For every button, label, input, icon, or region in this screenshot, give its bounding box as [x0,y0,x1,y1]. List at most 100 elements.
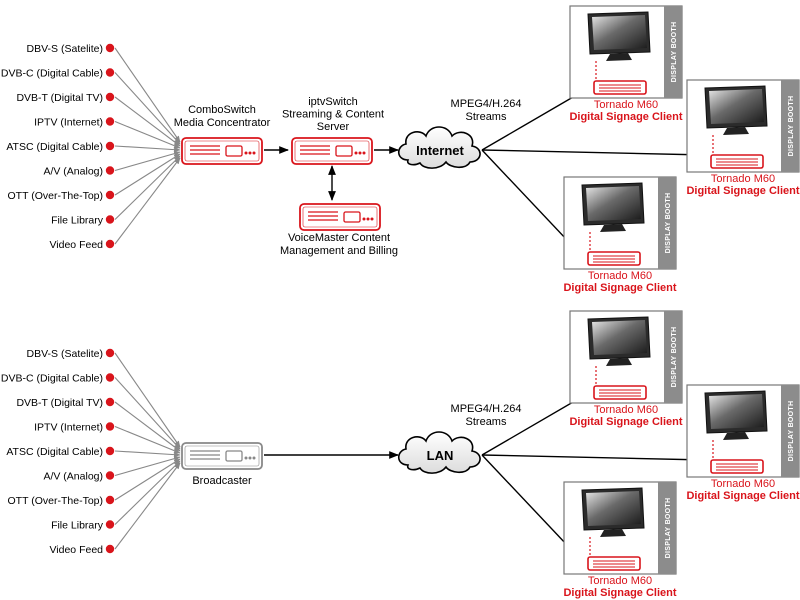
server-label: iptvSwitch [308,96,358,108]
client-role: Digital Signage Client [569,416,682,428]
source-connector [114,352,181,448]
device-led [362,217,366,221]
source-dot [105,190,115,200]
device-body [299,203,381,231]
device-bezel [184,445,260,467]
device-led [248,456,252,460]
signage-client: DISPLAY BOOTH [686,384,800,478]
client-role: Digital Signage Client [569,111,682,123]
source-connector [114,72,181,145]
client-name: Tornado M60 [711,173,775,185]
source-connector [114,456,181,477]
signage-client: DISPLAY BOOTH [569,310,683,404]
source-label: Video Feed [49,239,103,251]
source-label: DBV-S (Satelite) [27,348,103,360]
source-label: ATSC (Digital Cable) [6,141,103,153]
tv-screen [592,320,647,355]
device-led [354,151,358,155]
source-dot [105,373,115,382]
client-role: Digital Signage Client [563,587,676,599]
tv-screen [709,89,764,124]
device-bezel [184,140,260,162]
client-name: Tornado M60 [588,575,652,587]
source-dot [105,92,115,102]
source-label: DVB-T (Digital TV) [16,397,103,409]
source-dot [105,495,115,505]
network-cloud [397,431,481,474]
tv-screen [586,186,641,221]
device-led [244,151,248,155]
source-label: OTT (Over-The-Top) [8,190,103,202]
device-led [370,217,374,221]
device-bezel [302,206,378,228]
source-dot [105,117,115,126]
booth-side-bar [781,80,799,172]
source-connector [114,153,181,196]
source-label: File Library [51,520,104,532]
booth-label: DISPLAY BOOTH [671,22,678,83]
source-connector [114,425,181,454]
source-connector [114,377,181,450]
source-label: DVB-C (Digital Cable) [1,68,103,80]
booth-side-bar [658,482,676,574]
source-dot [105,544,115,554]
source-label: IPTV (Internet) [34,422,103,434]
source-label: DVB-T (Digital TV) [16,92,103,104]
streams-label: Streams [466,416,507,428]
source-dot [105,166,115,175]
source-connector [114,462,181,550]
server-label: Server [317,121,350,133]
booth-label: DISPLAY BOOTH [665,498,672,559]
device-led [244,456,248,460]
source-label: A/V (Analog) [43,471,103,483]
booth-label: DISPLAY BOOTH [788,96,795,157]
client-role: Digital Signage Client [686,490,799,502]
tv-stand [606,53,632,61]
signage-client: DISPLAY BOOTH [569,5,683,99]
source-connector [114,145,181,153]
hub-device [181,442,263,470]
tv-stand [600,224,626,232]
billing-label: Management and Billing [280,245,398,257]
source-connector [114,155,181,220]
source-connector [114,120,181,149]
hub-device [181,137,263,165]
source-dot [105,471,115,480]
signage-client: DISPLAY BOOTH [686,79,800,173]
source-dot [105,348,115,358]
source-dot [105,68,115,77]
client-name: Tornado M60 [588,270,652,282]
source-label: IPTV (Internet) [34,117,103,129]
source-dot [105,215,115,224]
booth-side-bar [664,6,682,98]
booth-label: DISPLAY BOOTH [671,327,678,388]
source-label: DBV-S (Satelite) [27,43,103,55]
source-connector [114,47,181,143]
cloud-shape [397,431,481,474]
cloud-shape [397,126,481,169]
booth-side-bar [781,385,799,477]
device-display [335,145,353,157]
source-label: File Library [51,215,104,227]
device-bezel [294,140,370,162]
source-label: A/V (Analog) [43,166,103,178]
source-connector [114,157,181,245]
billing-label: VoiceMaster Content [288,232,390,244]
server-device [291,137,373,165]
source-label: OTT (Over-The-Top) [8,495,103,507]
source-dot [105,239,115,249]
source-connector [114,151,181,172]
device-led [358,151,362,155]
source-dot [105,43,115,53]
tv-stand [600,529,626,537]
source-connector [114,460,181,525]
booth-side-bar [658,177,676,269]
device-display [225,450,243,462]
client-name: Tornado M60 [594,404,658,416]
client-role: Digital Signage Client [563,282,676,294]
booth-side-bar [664,311,682,403]
source-label: Video Feed [49,544,103,556]
device-body [181,442,263,470]
